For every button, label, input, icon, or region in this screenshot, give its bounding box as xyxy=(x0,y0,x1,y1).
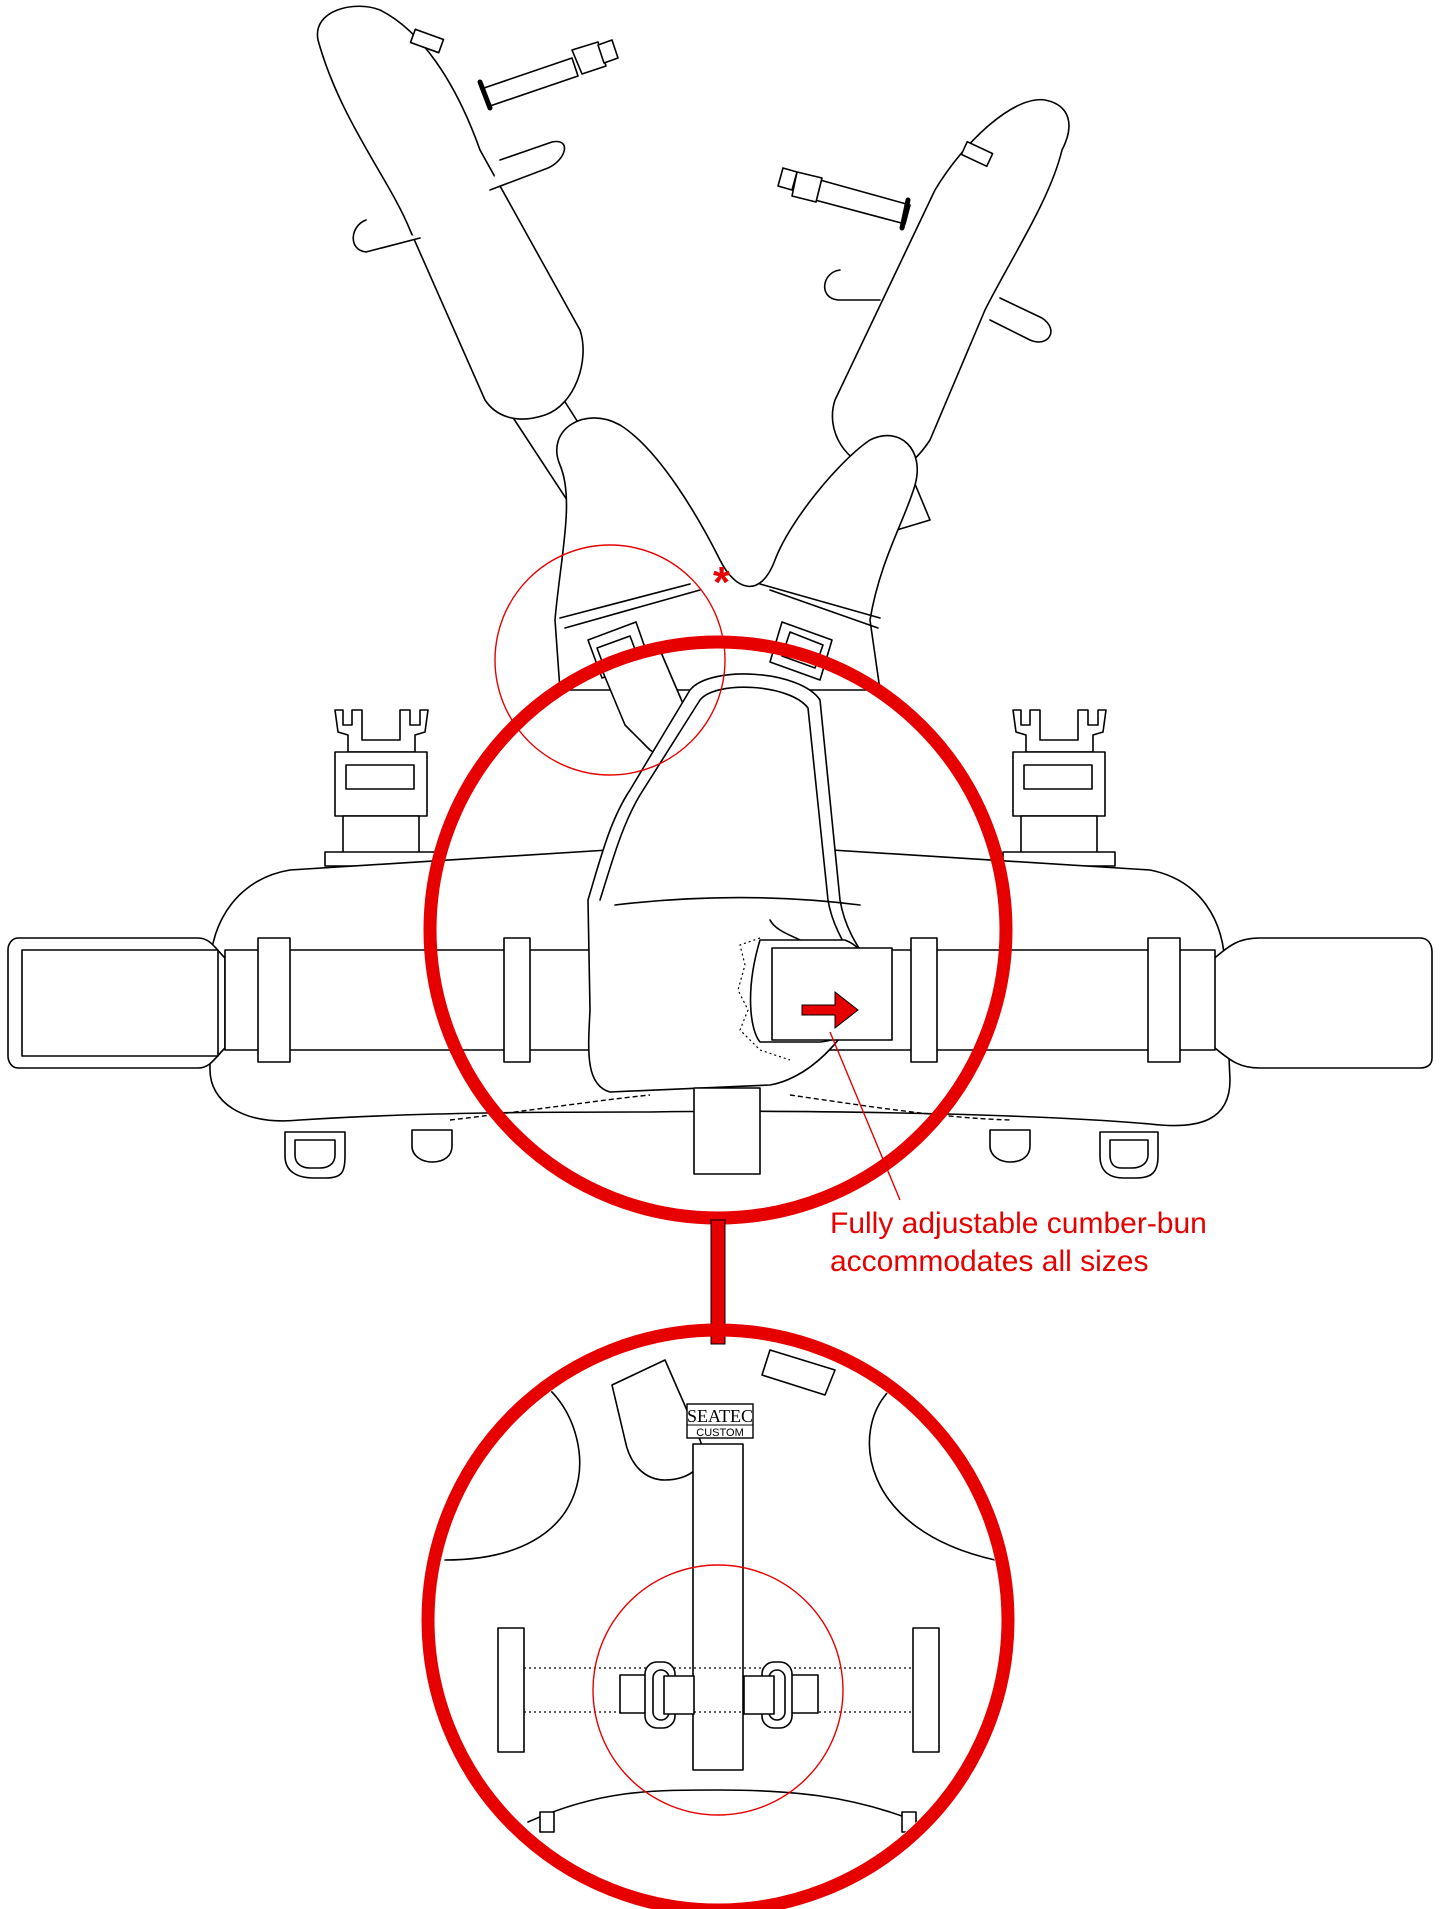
seatec-custom-label: SEATEC CUSTOM xyxy=(686,1403,754,1439)
buckle-highlight-circle xyxy=(494,544,726,776)
label-line2: CUSTOM xyxy=(696,1427,743,1439)
cumberbund-detail xyxy=(587,673,893,1175)
cumberbund-annotation: Fully adjustable cumber-bun accommodates… xyxy=(830,1205,1207,1281)
label-line1: SEATEC xyxy=(687,1406,753,1426)
annotation-pointer xyxy=(829,1031,901,1201)
back-detail xyxy=(444,1349,996,1833)
bottom-zoom-ring xyxy=(421,1323,1015,1909)
right-shoulder-strap xyxy=(777,98,1070,536)
annotation-line-1: Fully adjustable cumber-bun xyxy=(830,1207,1207,1240)
buckles-highlight-circle xyxy=(592,1564,844,1816)
asterisk-marker: * xyxy=(713,558,731,607)
left-side-buckle xyxy=(324,709,438,867)
top-zoom-ring xyxy=(423,635,1013,1225)
zoom-connector xyxy=(710,1219,726,1345)
right-side-buckle xyxy=(1002,709,1116,867)
annotation-line-2: accommodates all sizes xyxy=(830,1245,1149,1278)
